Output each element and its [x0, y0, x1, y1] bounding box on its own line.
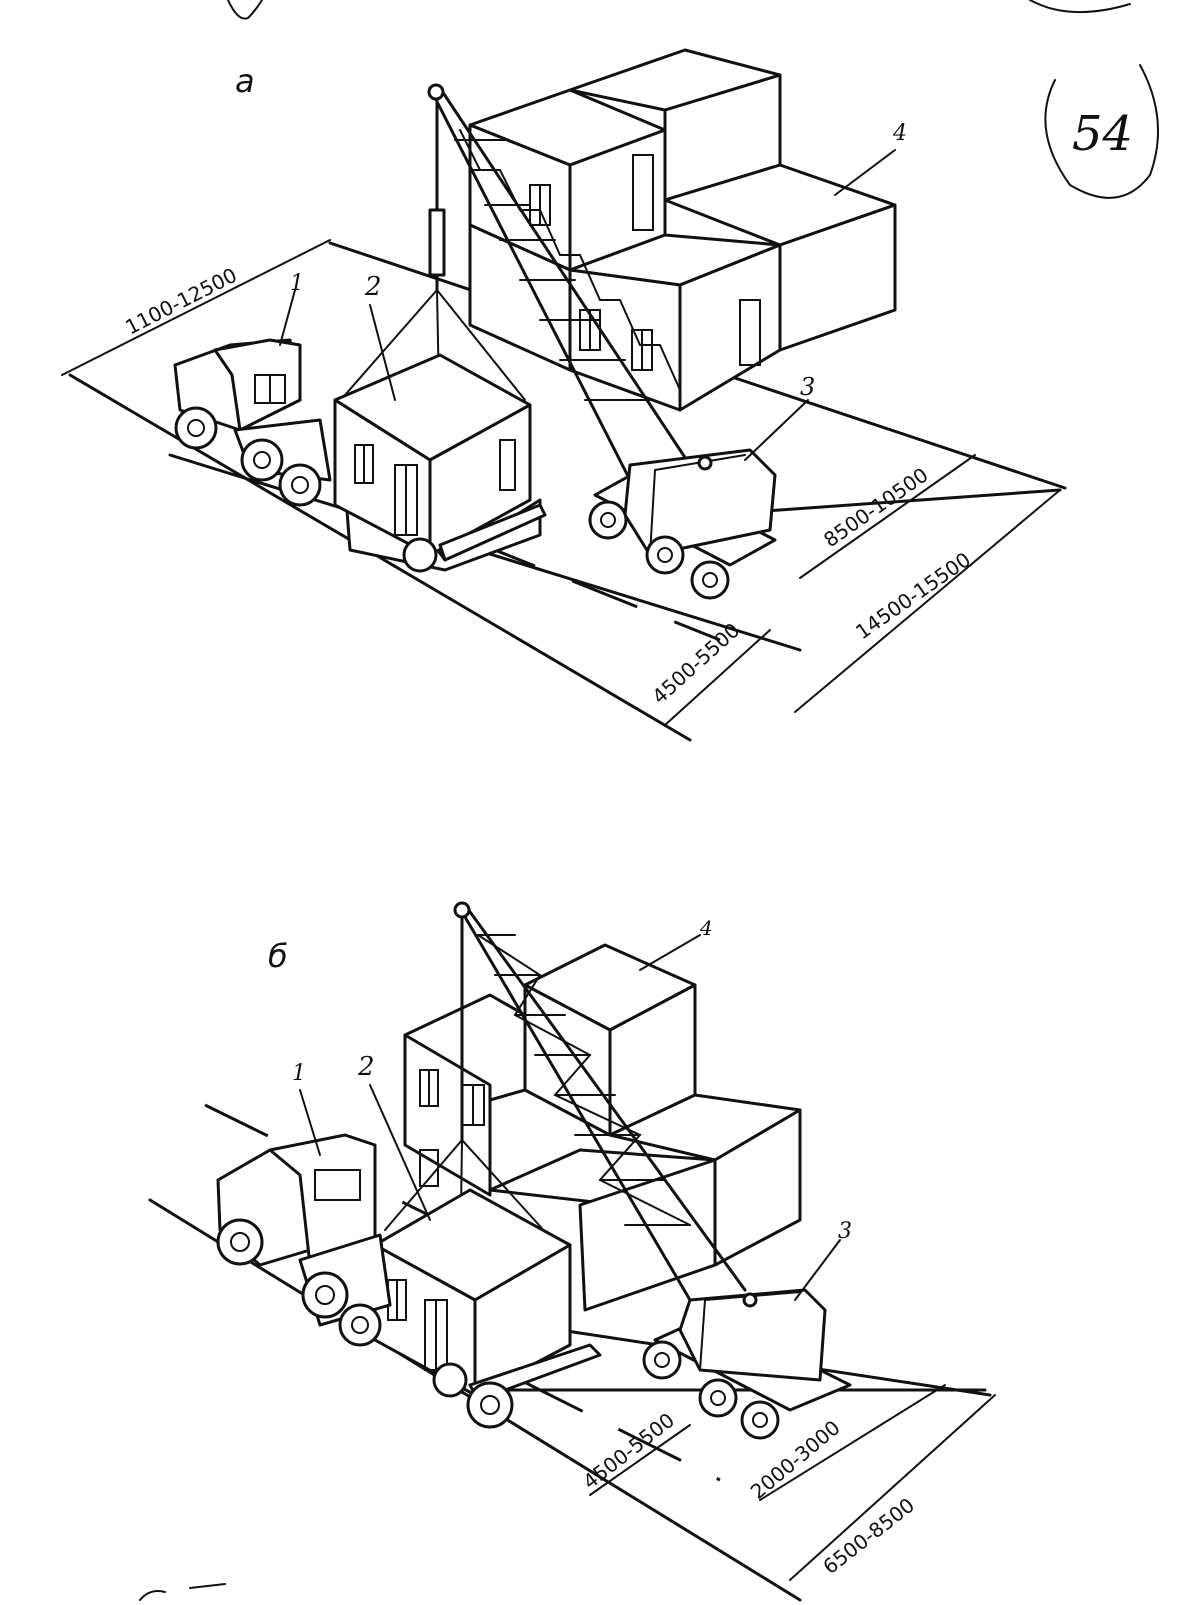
a-crane-body: [588, 448, 777, 600]
bottom-fragment: [139, 1583, 226, 1601]
a-axis-dashed: [469, 538, 721, 642]
b-dim-total-width: 6500-8500: [818, 1493, 919, 1579]
b-callout-1: 1: [292, 1061, 306, 1086]
a-dim-line-crane: [799, 454, 976, 579]
a-callout-3: 3: [800, 373, 815, 401]
page-stamp-number: 54: [1072, 106, 1133, 162]
a-callout-1: 1: [290, 271, 304, 296]
a-crane-boom: [427, 83, 692, 482]
a-dim-line-module: [61, 239, 331, 376]
b-module-stack: [403, 943, 802, 1312]
top-right-fragment: [1029, 0, 1131, 14]
b-dim-line-lane: [589, 1424, 691, 1496]
b-tractor: [216, 1133, 392, 1347]
b-module-on-trailer: [373, 1188, 602, 1429]
b-crane-body: [642, 1288, 852, 1440]
b-dim-line-crane: [759, 1384, 946, 1501]
a-dim-total-width: 14500-15500: [851, 547, 975, 644]
a-callouts: 1 2 3 4: [279, 121, 907, 461]
panel-b: б 4500-5500 2000-3000 6500-8500: [148, 901, 996, 1602]
b-callout-4: 4: [699, 916, 713, 940]
a-dim-line-total: [794, 489, 1061, 713]
panel-a-label: а: [235, 62, 255, 100]
panel-b-label: б: [268, 937, 288, 975]
a-tractor: [173, 338, 332, 507]
b-callouts: 1 2 3 4: [292, 916, 852, 1301]
b-axis-dashed-front: [519, 1378, 721, 1482]
b-crane-boom: [453, 901, 747, 1302]
page-stamp: 54: [1044, 64, 1159, 199]
top-fragment: [227, 0, 263, 20]
b-callout-2: 2: [357, 1052, 375, 1082]
b-callout-3: 3: [838, 1219, 852, 1244]
a-callout-2: 2: [364, 272, 382, 302]
a-module-on-trailer: [333, 353, 547, 573]
a-callout-4: 4: [892, 121, 907, 146]
panel-a: а 1100-12500 4500-5500 8500-10500 14500-…: [61, 48, 1067, 742]
a-dim-module-length: 1100-12500: [121, 263, 240, 340]
a-module-stack: [468, 48, 897, 412]
b-dim-line-total: [789, 1394, 996, 1581]
a-dim-line-lane: [664, 629, 771, 726]
